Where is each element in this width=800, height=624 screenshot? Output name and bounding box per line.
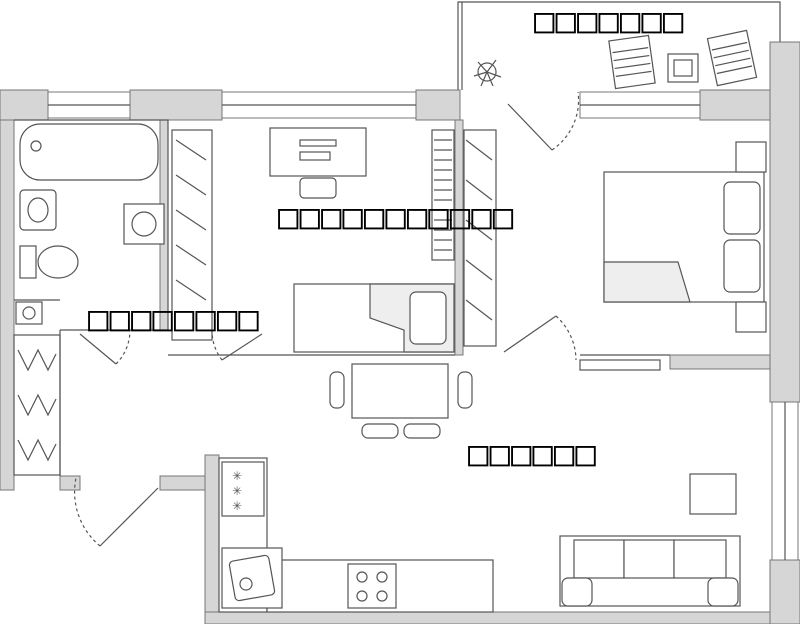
sofa-icon bbox=[559, 535, 741, 607]
kitchen: ✳ ✳ ✳ bbox=[218, 457, 494, 613]
stove-icon bbox=[347, 563, 397, 609]
side-table-icon bbox=[667, 53, 699, 83]
tv-stand-icon bbox=[689, 473, 737, 515]
study-room bbox=[168, 127, 497, 356]
svg-text:✳: ✳ bbox=[232, 484, 242, 498]
kitchen-sink-icon bbox=[221, 547, 283, 609]
nightstand-bottom bbox=[735, 301, 767, 333]
sink-icon bbox=[19, 189, 57, 231]
walls bbox=[0, 41, 800, 624]
living-room bbox=[559, 473, 741, 607]
nightstand-top bbox=[735, 141, 767, 173]
bedroom bbox=[579, 141, 767, 371]
room-label-hallway: □□□□□□□□ bbox=[88, 299, 260, 339]
windows bbox=[47, 91, 799, 561]
desk-icon bbox=[269, 127, 367, 177]
dining-table-icon bbox=[329, 363, 473, 439]
single-bed-icon bbox=[293, 283, 455, 353]
deck-chair-right-icon bbox=[706, 29, 758, 87]
bathroom bbox=[14, 119, 169, 331]
svg-text:✳: ✳ bbox=[232, 469, 242, 483]
room-label-balcony: □□□□□□□ bbox=[534, 1, 685, 41]
hob-top-icon: ✳ ✳ ✳ bbox=[221, 461, 265, 517]
room-label-living: □□□□□□ bbox=[468, 434, 597, 474]
room-label-study: □□□□□□□□□□□ bbox=[278, 197, 515, 237]
bathtub-icon bbox=[19, 123, 159, 181]
washing-machine-icon bbox=[123, 203, 165, 245]
wardrobe-left bbox=[171, 129, 213, 341]
hallway bbox=[13, 330, 61, 476]
tv-icon bbox=[579, 359, 661, 371]
svg-text:✳: ✳ bbox=[232, 499, 242, 513]
plant-icon bbox=[473, 59, 502, 87]
bookshelf-icon bbox=[431, 129, 455, 261]
wardrobe-right bbox=[463, 129, 497, 347]
toilet-icon bbox=[19, 245, 79, 279]
deck-chair-left-icon bbox=[608, 34, 656, 90]
chair-icon bbox=[299, 177, 337, 199]
double-bed-icon bbox=[603, 171, 765, 303]
doors bbox=[73, 91, 580, 547]
balcony-area bbox=[457, 1, 781, 90]
